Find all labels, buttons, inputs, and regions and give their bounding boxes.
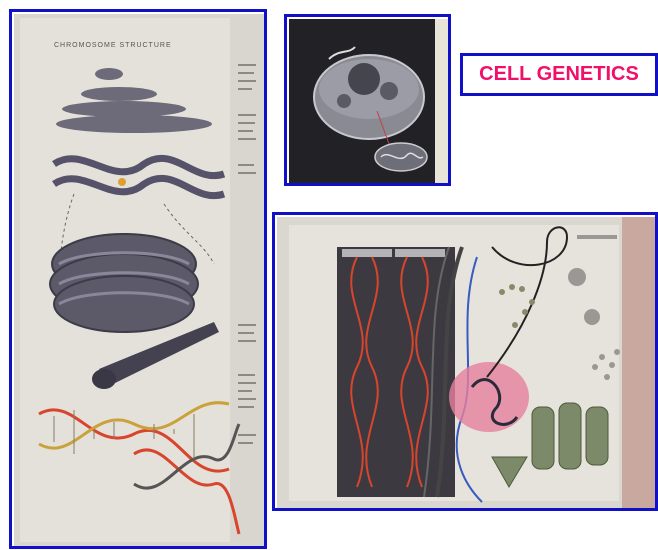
genome-organization-panel [272, 212, 658, 511]
chromosome-structure-caption: CHROMOSOME STRUCTURE [54, 42, 172, 49]
title-box: CELL GENETICS [460, 53, 658, 96]
chromosome-structure-panel: CHROMOSOME STRUCTURE [9, 9, 267, 549]
page-title: CELL GENETICS [479, 63, 639, 86]
cell-illustration [289, 19, 448, 183]
chromosome-structure-illustration [14, 14, 264, 546]
genome-organization-illustration [277, 217, 655, 508]
cell-illustration-panel [284, 14, 451, 186]
